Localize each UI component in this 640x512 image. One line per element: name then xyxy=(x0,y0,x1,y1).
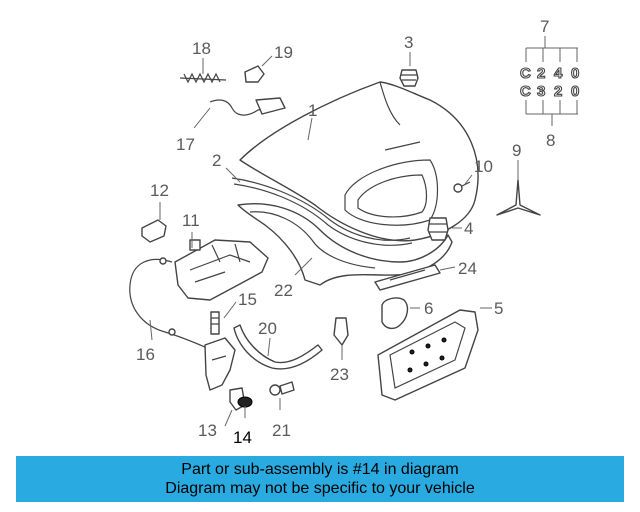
callout-14[interactable]: 14 xyxy=(233,428,252,447)
badge-c320-0: 0 xyxy=(571,83,579,100)
leader-lines xyxy=(149,52,519,427)
switch-12-part[interactable] xyxy=(141,219,167,243)
callout-11: 11 xyxy=(182,211,200,230)
callout-16: 16 xyxy=(136,345,155,364)
lamp-bar-part[interactable] xyxy=(374,264,441,291)
release-cable-part[interactable] xyxy=(129,257,213,351)
callout-8: 8 xyxy=(546,131,555,150)
inner-lid-panel-part[interactable] xyxy=(237,203,453,286)
callout-22: 22 xyxy=(274,281,293,300)
callout-3: 3 xyxy=(404,33,413,52)
latch-part[interactable] xyxy=(204,337,236,391)
callout-6: 6 xyxy=(424,299,433,318)
callout-7: 7 xyxy=(540,17,549,36)
bracket-20-part[interactable] xyxy=(233,324,323,370)
badge-c240-0: 0 xyxy=(571,65,579,82)
callout-10: 10 xyxy=(474,157,493,176)
callout-11-12: 12 xyxy=(150,181,169,200)
badge-c320-3: 3 xyxy=(537,83,545,100)
parts-diagram: C 2 4 0 C 3 2 0 xyxy=(129,17,580,447)
callout-4: 4 xyxy=(464,219,473,238)
bolt-15-part[interactable] xyxy=(210,311,220,335)
info-banner: Part or sub-assembly is #14 in diagram D… xyxy=(16,456,624,502)
callout-23: 23 xyxy=(330,365,349,384)
callout-1: 1 xyxy=(308,101,317,120)
screw-10-part[interactable] xyxy=(453,181,471,193)
trunk-lid-part[interactable] xyxy=(239,81,479,242)
badge-c320-2: 2 xyxy=(554,83,562,100)
callout-15: 15 xyxy=(238,290,257,309)
callout-2: 2 xyxy=(212,151,221,170)
badge-c240-2: 2 xyxy=(537,65,545,82)
badge-c240-c: C xyxy=(520,65,531,82)
badge-c240-4: 4 xyxy=(554,65,563,82)
callout-24: 24 xyxy=(458,259,477,278)
license-plate-housing-part[interactable] xyxy=(377,309,479,401)
clip-19-part[interactable] xyxy=(244,65,265,83)
screw-21-part[interactable] xyxy=(269,381,295,396)
buffer-part[interactable] xyxy=(427,217,449,241)
handle-17-part[interactable] xyxy=(209,97,286,116)
callout-18: 18 xyxy=(192,39,211,58)
bumper-stop-part[interactable] xyxy=(399,69,419,87)
callout-21: 21 xyxy=(272,421,291,440)
badge-c320-c: C xyxy=(520,83,531,100)
model-badges-part[interactable]: C 2 4 0 C 3 2 0 xyxy=(519,36,580,126)
callout-13: 13 xyxy=(198,421,217,440)
trunk-seal-part[interactable] xyxy=(231,177,413,246)
spring-18-part[interactable] xyxy=(179,72,227,84)
lock-actuator-part[interactable] xyxy=(174,239,269,301)
callout-17: 17 xyxy=(176,135,195,154)
info-line-part: Part or sub-assembly is #14 in diagram xyxy=(181,461,459,478)
grommet-14-part[interactable] xyxy=(237,396,253,408)
cover-6-part[interactable] xyxy=(381,297,409,330)
callout-5: 5 xyxy=(494,299,503,318)
info-line-disclaimer: Diagram may not be specific to your vehi… xyxy=(165,480,475,497)
callout-9: 9 xyxy=(512,141,521,160)
callout-19: 19 xyxy=(274,43,293,62)
callout-20: 20 xyxy=(258,319,277,338)
star-emblem-part[interactable] xyxy=(496,179,541,216)
clip-23-part[interactable] xyxy=(333,317,349,346)
